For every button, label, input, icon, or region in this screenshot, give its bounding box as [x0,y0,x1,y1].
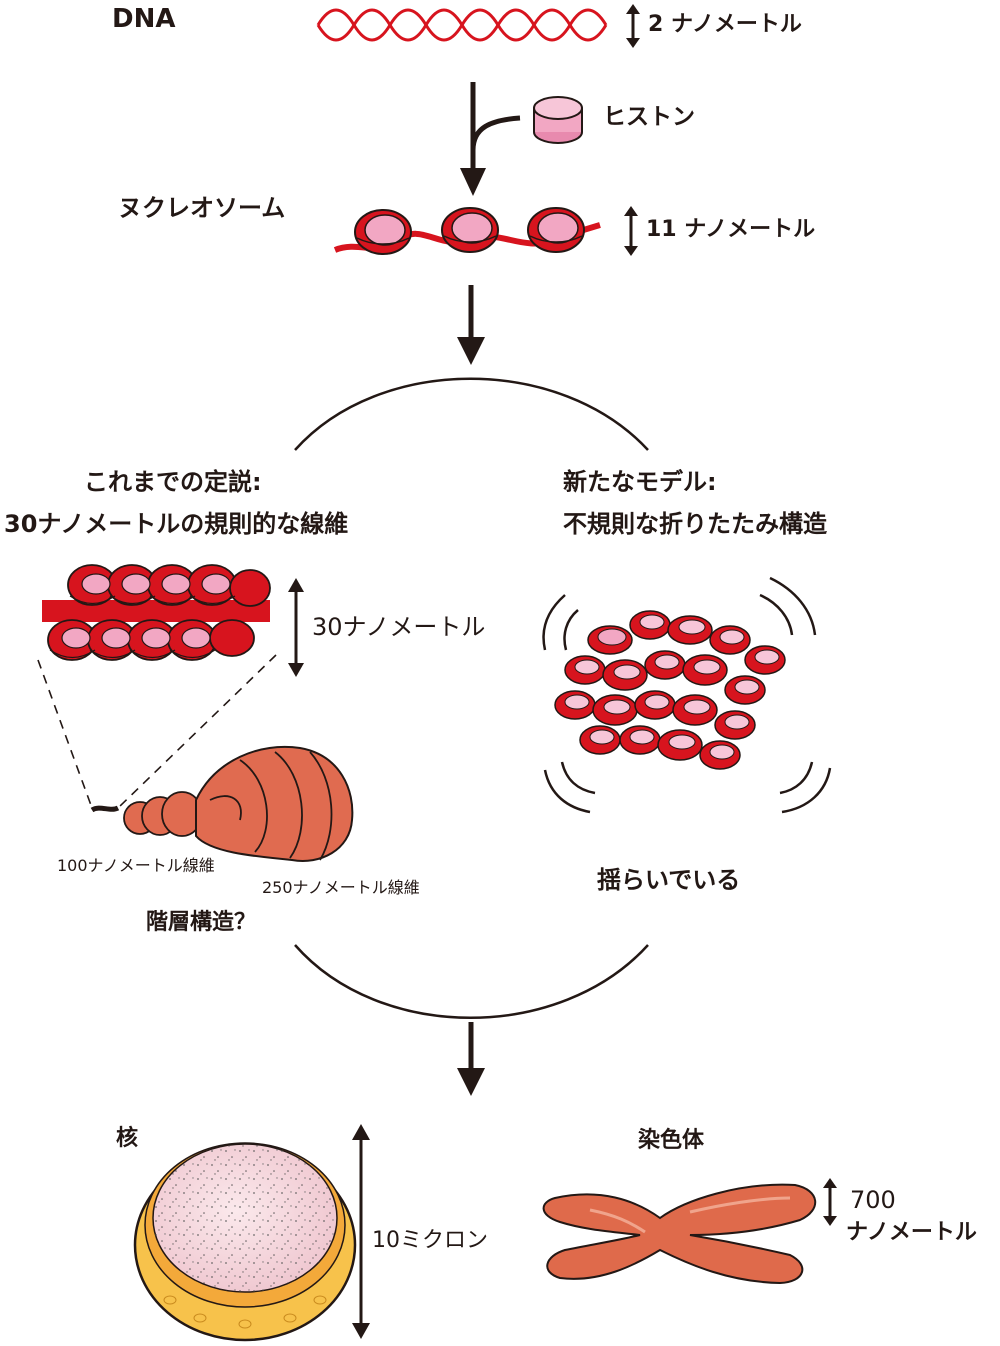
dna-width-label: 2 ナノメートル [648,12,802,37]
fluctuation-marks [542,576,832,814]
down-arrow-icon [457,1022,485,1096]
nucleosome-disc [587,625,633,655]
nucleosome-chain [333,207,601,255]
down-arrow-icon [460,82,521,196]
chromosome-label: 染色体 [638,1128,705,1153]
regular-30nm-fiber [42,564,271,661]
irregular-chromatin-cluster [554,610,786,770]
histone-label: ヒストン [603,104,695,130]
fiber-250-label: 250ナノメートル線維 [262,878,420,897]
top-bracket-arc [294,377,649,451]
hierarchical-fiber [90,745,354,862]
double-arrow-icon [624,206,638,256]
fiber-width-label: 30ナノメートル [312,613,486,641]
dna-helix [316,8,608,42]
chromosome-shape [542,1183,817,1285]
old-theory-subheading: 30ナノメートルの規則的な線維 [4,510,349,538]
histone-disc-icon [533,96,583,144]
chromosome-size-unit: ナノメートル [846,1220,977,1245]
hierarchy-label: 階層構造？ [146,910,257,935]
double-arrow-icon [823,1178,837,1226]
new-model-heading: 新たなモデル: [563,468,717,496]
new-model-subheading: 不規則な折りたたみ構造 [563,510,827,538]
nucleus-size-label: 10ミクロン [372,1228,488,1253]
double-arrow-icon [352,1124,370,1339]
cell-nucleus [133,1142,357,1342]
double-arrow-icon [626,4,640,48]
nucleosome-label: ヌクレオソーム [118,194,286,222]
down-arrow-icon [457,285,485,365]
chromosome-size-number: 700 [850,1186,896,1214]
old-theory-heading: これまでの定説: [84,468,262,496]
zoom-dashed-lines [37,654,277,809]
dna-label: DNA [112,4,176,34]
double-arrow-icon [288,578,304,677]
bottom-bracket-arc [294,944,649,1019]
nucleosome-width-label: 11 ナノメートル [646,217,816,242]
nucleus-label: 核 [116,1126,139,1151]
fiber-100-label: 100ナノメートル線維 [57,856,215,875]
fluctuating-label: 揺らいでいる [597,866,741,894]
